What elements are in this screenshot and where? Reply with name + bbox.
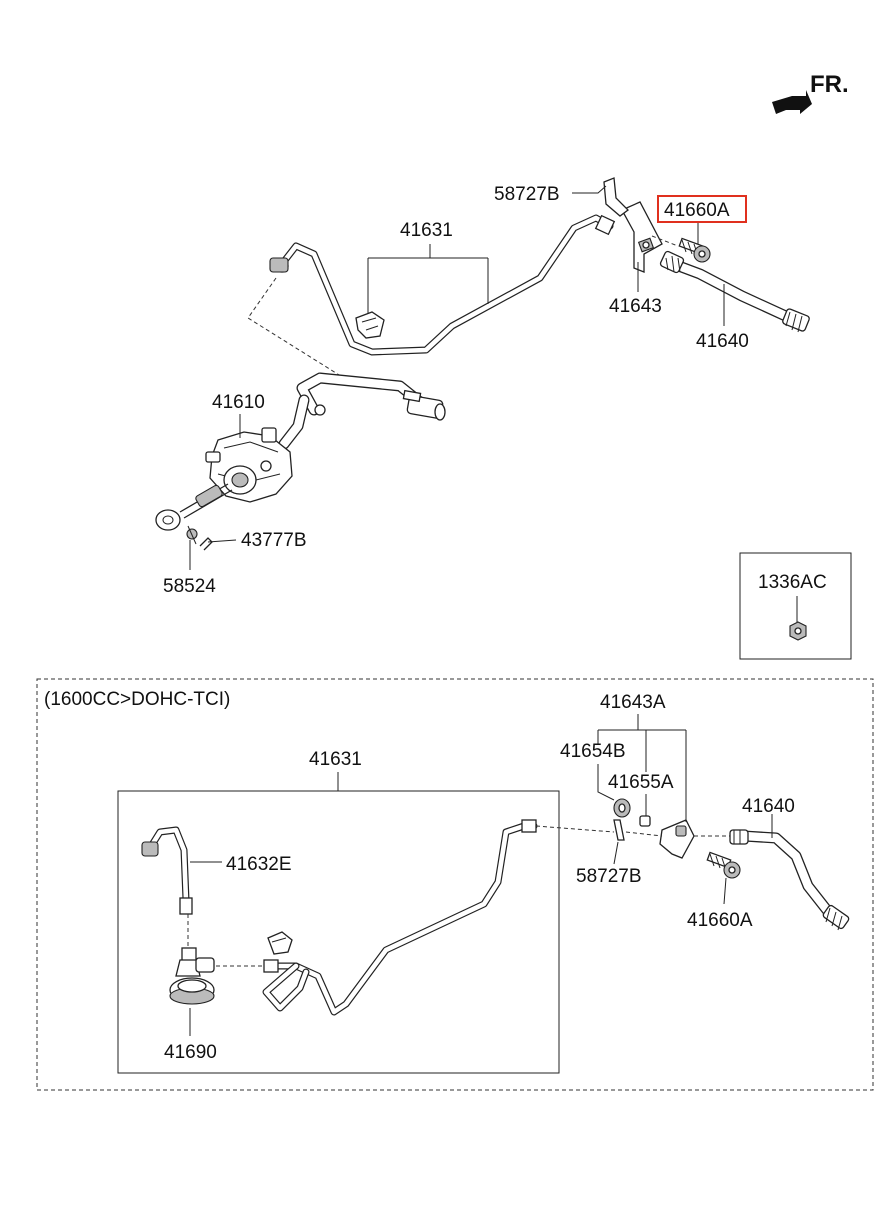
label-41632E: 41632E [226,854,292,875]
bracket-grommet-icon [613,798,631,818]
nut-detail-box: 1336AC [739,552,852,660]
tube-clip-icon [355,311,385,339]
front-arrow-icon [772,90,812,114]
hose-bolt-icon [678,237,711,263]
flange-nut-icon [789,621,807,641]
snap-pin-icon [199,537,213,551]
leader-41660A-bottom [723,877,727,905]
label-41640-top: 41640 [696,331,749,352]
hose-bolt-lower-icon [706,851,741,879]
variant-caption: (1600CC>DOHC-TCI) [44,689,230,710]
clutch-master-cylinder [155,372,446,531]
label-41660A-bottom: 41660A [687,910,753,931]
front-direction-indicator: FR. [772,71,849,114]
tube-connection-guide [247,277,345,379]
label-41654B: 41654B [560,741,626,762]
label-58727B-top: 58727B [494,184,560,205]
top-assembly [155,177,810,570]
clutch-tube-short [141,826,193,915]
tube-clip-lower-icon [267,931,293,955]
bracket-spacer-icon [639,815,651,827]
label-58727B-bottom: 58727B [576,866,642,887]
fluid-reservoir-fitting [169,914,215,1005]
label-41631-bottom: 41631 [309,749,362,770]
label-41631-top: 41631 [400,220,453,241]
label-41660A-top: 41660A [664,200,730,221]
highlight-box-41660A [657,195,747,223]
leader-43777B [207,539,237,543]
leader-58727B-top [572,185,607,194]
label-41610: 41610 [212,392,265,413]
variant-1600cc-tci: (1600CC>DOHC-TCI) 41631 41632E 41690 [36,678,874,1091]
leader-41654B [597,764,615,801]
label-43777B: 43777B [241,530,307,551]
label-58524: 58524 [163,576,216,597]
clevis-pin-icon [186,525,198,545]
label-41643: 41643 [609,296,662,317]
hose-bracket-icon [621,201,663,273]
clutch-hose-lower [729,829,850,931]
retaining-clip-icon [603,177,629,217]
label-41655A: 41655A [608,772,674,793]
front-direction-label: FR. [810,71,849,98]
label-41643A: 41643A [600,692,666,713]
label-1336AC: 1336AC [758,572,827,593]
leader-58727B-bottom [613,841,619,865]
leader-41631-top [367,244,489,314]
bracket-41643A-icon [659,819,695,859]
leader-41643A [597,714,687,822]
label-41640-bottom: 41640 [742,796,795,817]
clutch-hose-upper [659,250,810,333]
clip-lower-icon [613,819,625,841]
label-41690: 41690 [164,1042,217,1063]
clutch-tube-lower [262,819,538,1016]
